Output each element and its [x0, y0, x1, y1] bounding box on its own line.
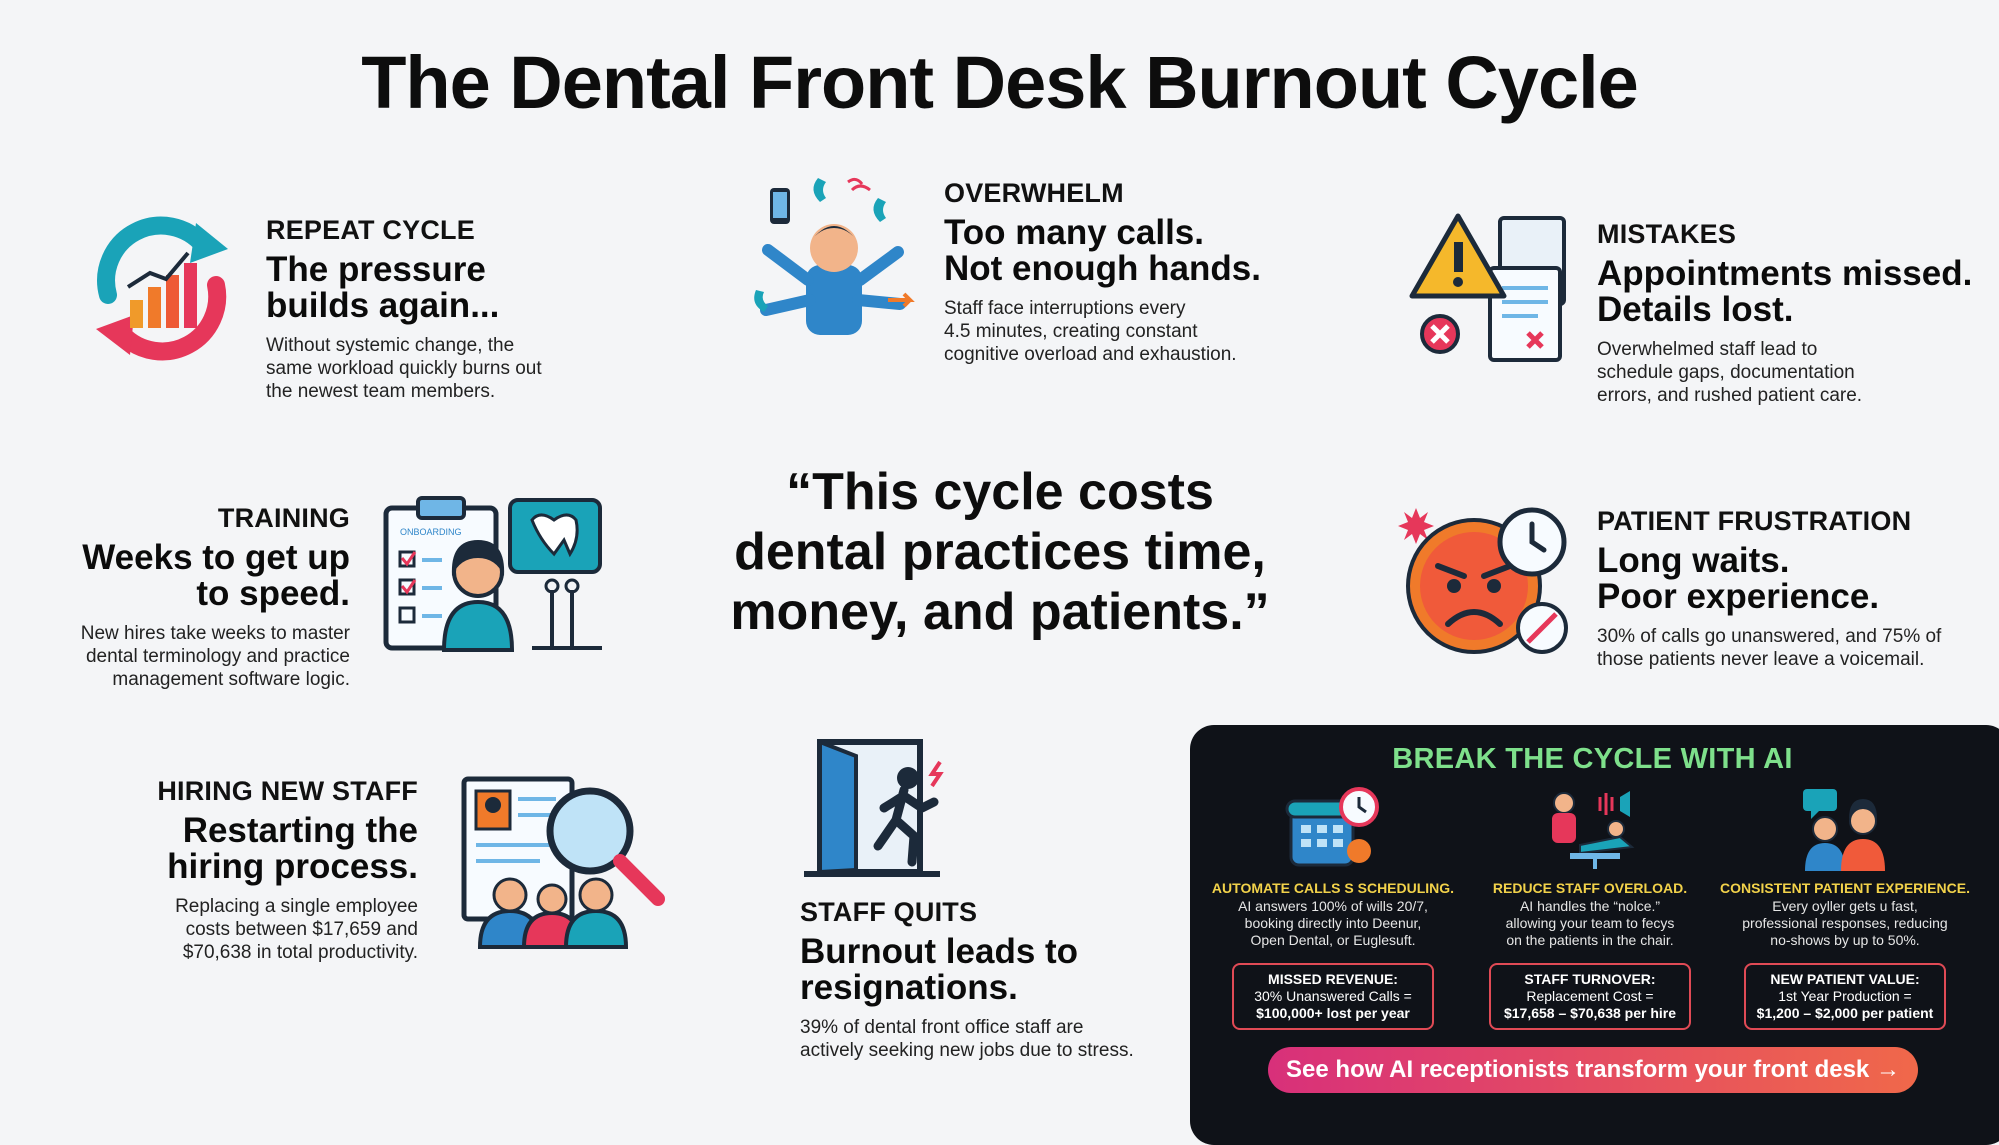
many-hands-phones-icon: [748, 170, 918, 345]
stage-kicker: TRAINING: [217, 503, 350, 533]
angry-face-clock-icon: [1392, 500, 1577, 660]
stage-description: Replacing a single employee costs betwee…: [175, 896, 418, 963]
refresh-chart-icon: [78, 205, 243, 370]
benefit-automate-calls: AUTOMATE CALLS S SCHEDULING. AI answers …: [1208, 785, 1458, 1030]
stage-hiring: HIRING NEW STAFF Restarting the hiring p…: [100, 776, 418, 964]
stage-description: 30% of calls go unanswered, and 75% of t…: [1597, 626, 1942, 670]
warning-documents-icon: [1408, 208, 1578, 378]
stage-headline: Weeks to get up to speed.: [82, 538, 350, 613]
phone-clock-icon: [1285, 787, 1379, 867]
stage-description: Without systemic change, the same worklo…: [266, 335, 542, 402]
panel-title: BREAK THE CYCLE WITH AI: [1392, 743, 1793, 775]
stage-description: Overwhelmed staff lead to schedule gaps,…: [1597, 339, 1863, 406]
benefit-title: REDUCE STAFF OVERLOAD.: [1492, 880, 1688, 896]
center-quote: “This cycle costs dental practices time,…: [730, 463, 1270, 641]
benefit-description: AI handles the “nolce.” allowing your te…: [1505, 898, 1675, 948]
stage-training: TRAINING Weeks to get up to speed. New h…: [28, 503, 350, 691]
stage-headline: The pressure builds again...: [266, 250, 500, 325]
clipboard-label: ONBOARDING: [400, 527, 462, 537]
benefit-consistent-experience: CONSISTENT PATIENT EXPERIENCE. Every oyl…: [1720, 785, 1970, 1030]
stage-staff-quits: STAFF QUITS Burnout leads to resignation…: [800, 897, 1180, 1062]
stage-description: New hires take weeks to master dental te…: [80, 623, 350, 690]
stage-kicker: HIRING NEW STAFF: [157, 776, 418, 806]
stage-headline: Too many calls. Not enough hands.: [944, 213, 1261, 288]
clipboard-trainee-icon: ONBOARDING: [382, 490, 607, 655]
stage-patient-frustration: PATIENT FRUSTRATION Long waits. Poor exp…: [1597, 506, 1997, 671]
benefit-description: Every oyller gets u fast, professional r…: [1742, 898, 1948, 948]
stage-kicker: REPEAT CYCLE: [266, 215, 475, 245]
stage-description: 39% of dental front office staff are act…: [800, 1017, 1134, 1061]
stage-headline: Restarting the hiring process.: [167, 811, 418, 886]
stage-kicker: OVERWHELM: [944, 178, 1124, 208]
page-title: The Dental Front Desk Burnout Cycle: [361, 41, 1639, 124]
stage-headline: Appointments missed. Details lost.: [1597, 254, 1973, 329]
stat-box-staff-turnover: STAFF TURNOVER: Replacement Cost = $17,6…: [1489, 963, 1691, 1030]
benefit-title: CONSISTENT PATIENT EXPERIENCE.: [1720, 880, 1970, 896]
stat-box-new-patient-value: NEW PATIENT VALUE: 1st Year Production =…: [1744, 963, 1946, 1030]
stage-mistakes: MISTAKES Appointments missed. Details lo…: [1597, 219, 1997, 407]
exit-door-icon: [800, 738, 960, 880]
benefit-reduce-overload: REDUCE STAFF OVERLOAD. AI handles the “n…: [1465, 785, 1715, 1030]
break-cycle-panel: BREAK THE CYCLE WITH AI AUTOMATE CALLS S…: [1190, 725, 1999, 1145]
stage-headline: Long waits. Poor experience.: [1597, 541, 1880, 616]
stage-kicker: STAFF QUITS: [800, 897, 978, 927]
stat-box-missed-revenue: MISSED REVENUE: 30% Unanswered Calls = $…: [1232, 963, 1434, 1030]
benefit-title: AUTOMATE CALLS S SCHEDULING.: [1211, 880, 1455, 896]
stage-kicker: MISTAKES: [1597, 219, 1737, 249]
stage-headline: Burnout leads to resignations.: [800, 932, 1079, 1007]
stage-repeat-cycle: REPEAT CYCLE The pressure builds again..…: [266, 215, 596, 403]
stage-overwhelm: OVERWHELM Too many calls. Not enough han…: [944, 178, 1304, 366]
benefit-description: AI answers 100% of wills 20/7, booking d…: [1238, 898, 1428, 948]
cta-button[interactable]: See how AI receptionists transform your …: [1268, 1047, 1918, 1093]
stage-kicker: PATIENT FRUSTRATION: [1597, 506, 1912, 536]
resume-magnifier-icon: [460, 775, 665, 950]
two-people-chat-icon: [1803, 789, 1885, 871]
stage-description: Staff face interruptions every 4.5 minut…: [944, 298, 1237, 365]
dentist-chair-icon: [1552, 791, 1635, 869]
